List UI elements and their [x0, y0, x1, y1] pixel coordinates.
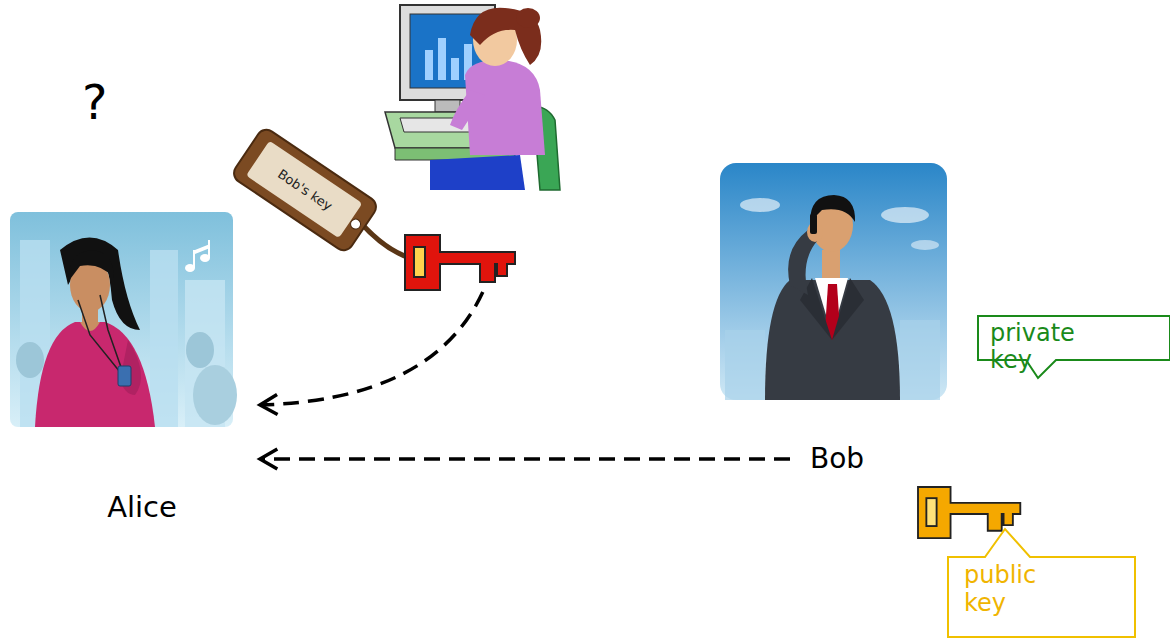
- public-key-icon: [926, 498, 936, 526]
- bob-illustration: [725, 330, 765, 400]
- alice-illustration: [186, 332, 214, 368]
- alice-illustration: [118, 366, 131, 386]
- alice-illustration: [185, 240, 210, 272]
- eavesdropper-illustration: [451, 58, 459, 80]
- alice-illustration: [35, 322, 155, 427]
- dashed-line: [260, 292, 483, 405]
- eavesdropper-illustration: [430, 155, 525, 190]
- eavesdropper-illustration: [438, 38, 446, 80]
- key-tag: Bob's key: [232, 112, 517, 292]
- eavesdropper-illustration: [435, 100, 460, 112]
- node-outline: [978, 316, 1170, 378]
- node-outline: [948, 529, 1135, 637]
- bob-illustration: [911, 240, 939, 250]
- eavesdropper-illustration: [450, 90, 485, 130]
- alice-illustration: [60, 238, 140, 331]
- bob-illustration: [881, 207, 929, 223]
- bob-illustration: [765, 280, 900, 400]
- dashed-arrow: [260, 292, 483, 414]
- party-label: Bob: [790, 442, 890, 476]
- bob-illustration: [720, 163, 947, 400]
- key-icon: [405, 235, 515, 290]
- node-outline: [230, 126, 380, 254]
- eavesdropper-illustration: [516, 8, 540, 28]
- alice-illustration: [100, 295, 122, 370]
- alice-illustration: [78, 300, 120, 372]
- alice-illustration: [193, 365, 237, 425]
- alice-illustration: [68, 250, 114, 282]
- bob-illustration: [740, 198, 780, 212]
- node-text: private key: [990, 320, 1102, 374]
- node-outline: [230, 126, 515, 290]
- node-outline: [230, 126, 380, 254]
- callout-box: private key: [978, 316, 1170, 360]
- node-text: public key: [964, 561, 1074, 617]
- alice-illustration: [80, 322, 100, 331]
- eavesdropper-illustration: [385, 5, 560, 190]
- eavesdropper-illustration: [425, 50, 433, 80]
- alice-illustration: [195, 244, 210, 254]
- node-outline: [360, 222, 410, 258]
- node-outline: [246, 141, 362, 238]
- node-outline: [349, 217, 363, 231]
- callout-box: public key: [948, 557, 1135, 637]
- alice-illustration: [193, 250, 195, 268]
- alice-illustration: [208, 240, 210, 258]
- bob-illustration: [822, 250, 840, 278]
- bob-illustration: [900, 320, 940, 400]
- alice-illustration: [10, 212, 237, 427]
- node-text: Bob: [810, 442, 864, 475]
- eavesdropper-illustration: [470, 8, 541, 65]
- alice-illustration: [150, 250, 178, 427]
- dashed-arrow: [260, 449, 790, 469]
- alice-illustration: [16, 342, 44, 378]
- bob-illustration: [810, 214, 817, 234]
- dashed-line: [260, 457, 790, 461]
- arrow-head: [260, 395, 278, 415]
- node-outline: [232, 112, 517, 292]
- bob-illustration: [720, 163, 947, 400]
- key-icon: [405, 235, 515, 290]
- bob-illustration: [832, 278, 864, 340]
- eavesdropper-illustration: [465, 60, 545, 155]
- question-mark: ?: [82, 74, 107, 130]
- arrow-head: [260, 449, 277, 469]
- party-label: Alice: [10, 212, 260, 537]
- key-icon: [414, 247, 425, 277]
- node-text: Alice: [24, 490, 260, 524]
